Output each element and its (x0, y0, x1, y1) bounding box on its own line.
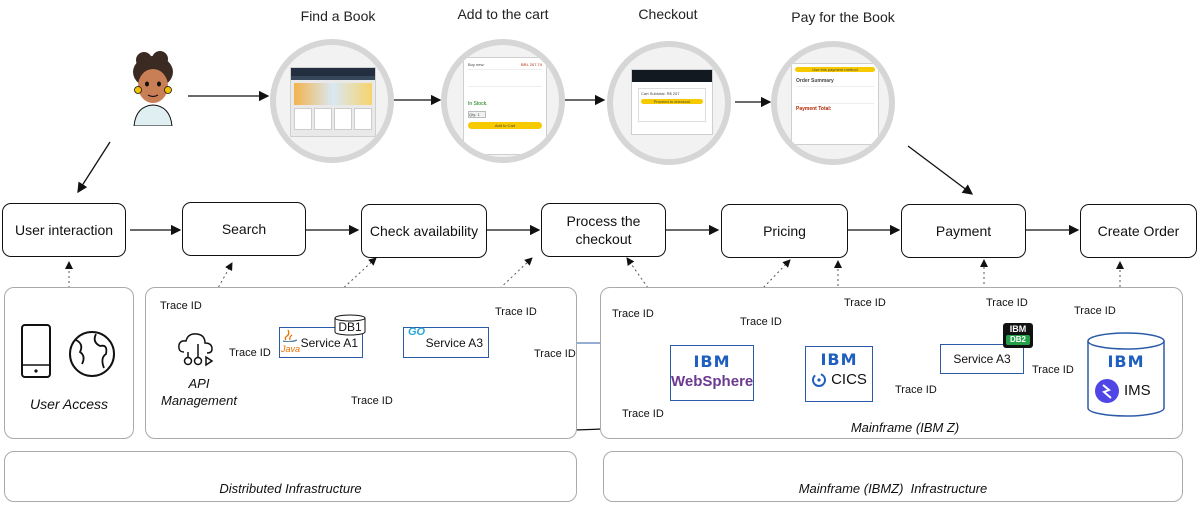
mobile-phone-icon (21, 324, 51, 378)
step-title-pay: Pay for the Book (791, 9, 895, 25)
db1-label: DB1 (338, 320, 362, 334)
cart-qty: Qty: 1 (468, 111, 486, 118)
service-a1-label: Service A1 (300, 335, 358, 350)
distributed-footer-box (4, 451, 577, 502)
db2-ibm-logo: IBM (1009, 324, 1027, 334)
trace-id-label: Trace ID (229, 347, 271, 359)
distributed-region (145, 287, 577, 439)
find-book-screenshot (270, 39, 394, 163)
websphere-box: IBM WebSphere (670, 345, 754, 401)
pay-total: Payment Total: (796, 106, 832, 112)
mainframe-service-a3-label: Service A3 (953, 352, 1011, 366)
trace-id-label: Trace ID (740, 316, 782, 328)
pay-screenshot: Use this payment method Order Summary Pa… (771, 41, 895, 165)
java-icon: Java (281, 328, 301, 356)
step-title-checkout: Checkout (638, 6, 698, 22)
db1-cylinder-icon: DB1 (334, 314, 366, 336)
cart-add-button: Add to Cart (468, 122, 542, 129)
cics-ibm-logo: IBM (820, 350, 858, 369)
flow-payment: Payment (901, 204, 1026, 258)
service-a3-label: Service A3 (425, 335, 483, 350)
cart-in-stock: In Stock. (468, 101, 488, 107)
step-title-find: Find a Book (300, 8, 376, 24)
distributed-infrastructure-label: Distributed Infrastructure (219, 481, 362, 496)
api-management-label: API Management (161, 376, 237, 408)
websphere-label: WebSphere (671, 373, 754, 390)
cics-box: IBM CICS (805, 346, 873, 402)
trace-id-label: Trace ID (1032, 364, 1074, 376)
mainframe-footer-box (603, 451, 1183, 502)
trace-id-label: Trace ID (622, 408, 664, 420)
flow-create-order: Create Order (1080, 204, 1197, 258)
java-label: Java (281, 344, 301, 354)
cics-label: CICS (831, 371, 867, 388)
trace-id-label: Trace ID (986, 297, 1028, 309)
pay-order-summary: Order Summary (796, 78, 834, 84)
mainframe-infrastructure-label: Mainframe (IBMZ) Infrastructure (798, 481, 988, 496)
db2-icon: IBM DB2 (1003, 323, 1033, 348)
user-access-label: User Access (29, 396, 109, 412)
flow-user-interaction: User interaction (2, 203, 126, 257)
ims-database: IBM IMS (1086, 332, 1166, 418)
flow-check-availability: Check availability (361, 204, 487, 258)
flow-search: Search (182, 202, 306, 256)
mainframe-service-a3: Service A3 (940, 344, 1024, 374)
service-a3: Service A3 (403, 327, 489, 358)
ims-label: IMS (1124, 382, 1151, 399)
avatar-icon (133, 51, 173, 126)
checkout-screenshot: Cart Subtotal: R$ 207 Proceed to checkou… (607, 41, 731, 165)
service-a1: Service A1 (279, 327, 363, 358)
trace-id-label: Trace ID (1074, 305, 1116, 317)
ims-ibm-logo: IBM (1107, 352, 1145, 371)
cics-icon (812, 372, 827, 387)
checkout-proceed: Proceed to checkout (641, 99, 703, 104)
flow-process-checkout: Process the checkout (541, 203, 666, 257)
cart-price: BRL 207.74 (521, 62, 542, 67)
trace-id-label: Trace ID (160, 300, 202, 312)
api-management-icon (178, 333, 214, 367)
arrow-pay-to-payment (907, 145, 974, 195)
trace-id-label: Trace ID (895, 384, 937, 396)
go-language-icon: GO (408, 326, 426, 338)
trace-id-label: Trace ID (534, 348, 576, 360)
trace-id-label: Trace ID (495, 306, 537, 318)
cart-buy-new: Buy new: (468, 62, 485, 67)
pay-use-method: Use this payment method (795, 67, 875, 72)
globe-icon (69, 331, 115, 377)
flow-pricing: Pricing (721, 204, 848, 258)
ims-icon (1095, 379, 1119, 403)
trace-id-label: Trace ID (612, 308, 654, 320)
step-title-cart: Add to the cart (457, 6, 549, 22)
add-to-cart-screenshot: Buy new: BRL 207.74 In Stock. Qty: 1 Add… (441, 39, 565, 163)
trace-id-label: Trace ID (351, 395, 393, 407)
trace-id-label: Trace ID (844, 297, 886, 309)
checkout-subtotal: Cart Subtotal: R$ 207 (641, 91, 680, 96)
arrow-avatar-to-user-interaction (77, 141, 111, 194)
db2-label: DB2 (1006, 335, 1030, 345)
mainframe-ibm-z-label: Mainframe (IBM Z) (850, 420, 960, 435)
websphere-ibm-logo: IBM (693, 352, 731, 371)
